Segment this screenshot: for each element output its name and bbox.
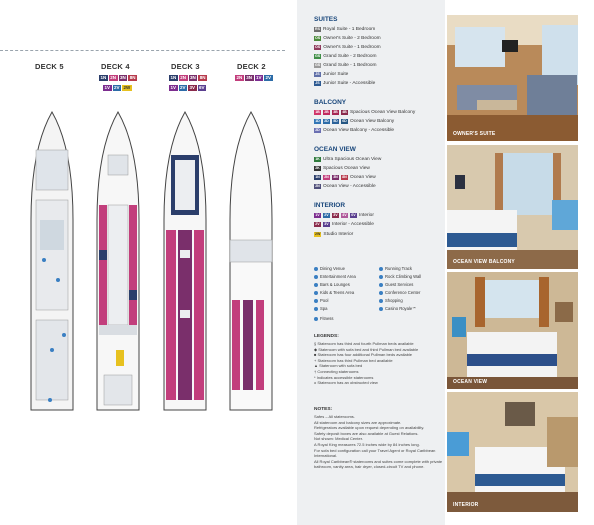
divider-line (0, 50, 285, 51)
interior-heading: INTERIOR (314, 202, 346, 209)
cat-badge: 1V (254, 75, 264, 81)
deck2-ship-outline (229, 110, 273, 411)
notes-list: Safes – All staterooms. All stateroom an… (314, 414, 443, 470)
amenity-icon (379, 266, 383, 271)
photo-caption: OWNER'S SUITE (453, 131, 496, 137)
cat-badge: 2N (108, 75, 118, 81)
amenity-item: Running Track (379, 266, 412, 271)
photo-caption: OCEAN VIEW BALCONY (453, 259, 515, 265)
cat-badge: 2W (122, 85, 132, 91)
deck3-ship-outline (163, 110, 207, 411)
amenity-icon (314, 298, 318, 303)
legends-heading: LEGENDS: (314, 334, 339, 339)
amenity-icon (314, 266, 318, 271)
cat-badge: 2N (235, 75, 244, 81)
cat-badge: 2V (112, 85, 122, 91)
amenity-item: Conference Center (379, 290, 420, 295)
deck2-categories-row1: 2N 3N 1V 2V (235, 75, 273, 81)
legend-item: 2D Ocean View Balcony - Accessible (314, 128, 395, 133)
owners-suite-image (447, 15, 578, 141)
deck4-ship-outline (96, 110, 140, 411)
deck5-ship-outline (30, 110, 74, 411)
amenity-item: Casino Royale℠ (379, 306, 417, 311)
amenity-item: Dining Venue (314, 266, 345, 271)
photo-ocean-view: OCEAN VIEW (447, 272, 578, 389)
amenity-item: Pool (314, 298, 328, 303)
deck3-categories-row1: 1N 2N 3N 8N (169, 75, 208, 81)
cat-badge: 8N (128, 75, 138, 81)
amenity-item: Fitness (314, 316, 334, 321)
cat-badge: 1N (99, 75, 108, 81)
amenity-item: Rock Climbing Wall (379, 274, 421, 279)
photo-ocean-view-balcony: OCEAN VIEW BALCONY (447, 145, 578, 269)
deck-title-2: DECK 2 (237, 62, 266, 71)
amenity-item: Bars & Lounges (314, 282, 350, 287)
ocean-view-balcony-image (447, 145, 578, 269)
amenity-icon (379, 298, 383, 303)
photo-interior: INTERIOR (447, 392, 578, 512)
cat-badge: 2V (264, 75, 273, 81)
balcony-heading: BALCONY (314, 99, 347, 106)
amenity-item: Kids & Teens Area (314, 290, 354, 295)
deck-plans-area: DECK 5 DECK 4 DECK 3 DECK 2 1N 2N 3N 8N … (0, 50, 285, 411)
deck-title-3: DECK 3 (171, 62, 200, 71)
cat-badge: 3N (188, 75, 198, 81)
amenity-item: Entertainment Area (314, 274, 356, 279)
amenity-item: Spa (314, 306, 327, 311)
amenity-icon (314, 274, 318, 279)
cat-badge: 3V (188, 85, 197, 91)
oceanview-heading: OCEAN VIEW (314, 146, 356, 153)
deck-title-5: DECK 5 (35, 62, 64, 71)
cat-badge: 6V (197, 85, 207, 91)
deck3-categories-row2: 1V 2V 3V 6V (169, 85, 207, 91)
cat-badge: 1V (169, 85, 178, 91)
amenity-icon (314, 316, 318, 321)
amenity-icon (314, 282, 318, 287)
ocean-view-image (447, 272, 578, 389)
amenity-icon (379, 290, 383, 295)
cat-badge: 3N (118, 75, 128, 81)
amenity-item: Shopping (379, 298, 403, 303)
photo-owners-suite: OWNER'S SUITE (447, 15, 578, 141)
photo-caption: INTERIOR (453, 502, 479, 508)
interior-image (447, 392, 578, 512)
deck4-categories-row1: 1N 2N 3N 8N (99, 75, 138, 81)
cat-badge: 3N (244, 75, 254, 81)
amenity-icon (314, 290, 318, 295)
cat-badge: 2N (178, 75, 188, 81)
cat-badge: 8N (198, 75, 208, 81)
deck4-categories-row2: 1V 2V 2W (103, 85, 132, 91)
cat-badge: 1V (103, 85, 112, 91)
photo-caption: OCEAN VIEW (453, 379, 488, 385)
amenity-icon (314, 306, 318, 311)
cat-badge: 2V (178, 85, 188, 91)
amenity-icon (379, 282, 383, 287)
suites-heading: SUITES (314, 16, 338, 23)
legends-list: § Stateroom has third and fourth Pullman… (314, 341, 419, 386)
amenity-item: Guest Services (379, 282, 413, 287)
notes-heading: NOTES: (314, 407, 333, 412)
deck-title-4: DECK 4 (101, 62, 130, 71)
amenity-icon (379, 274, 383, 279)
amenity-icon (379, 306, 383, 311)
cat-badge: 1N (169, 75, 178, 81)
